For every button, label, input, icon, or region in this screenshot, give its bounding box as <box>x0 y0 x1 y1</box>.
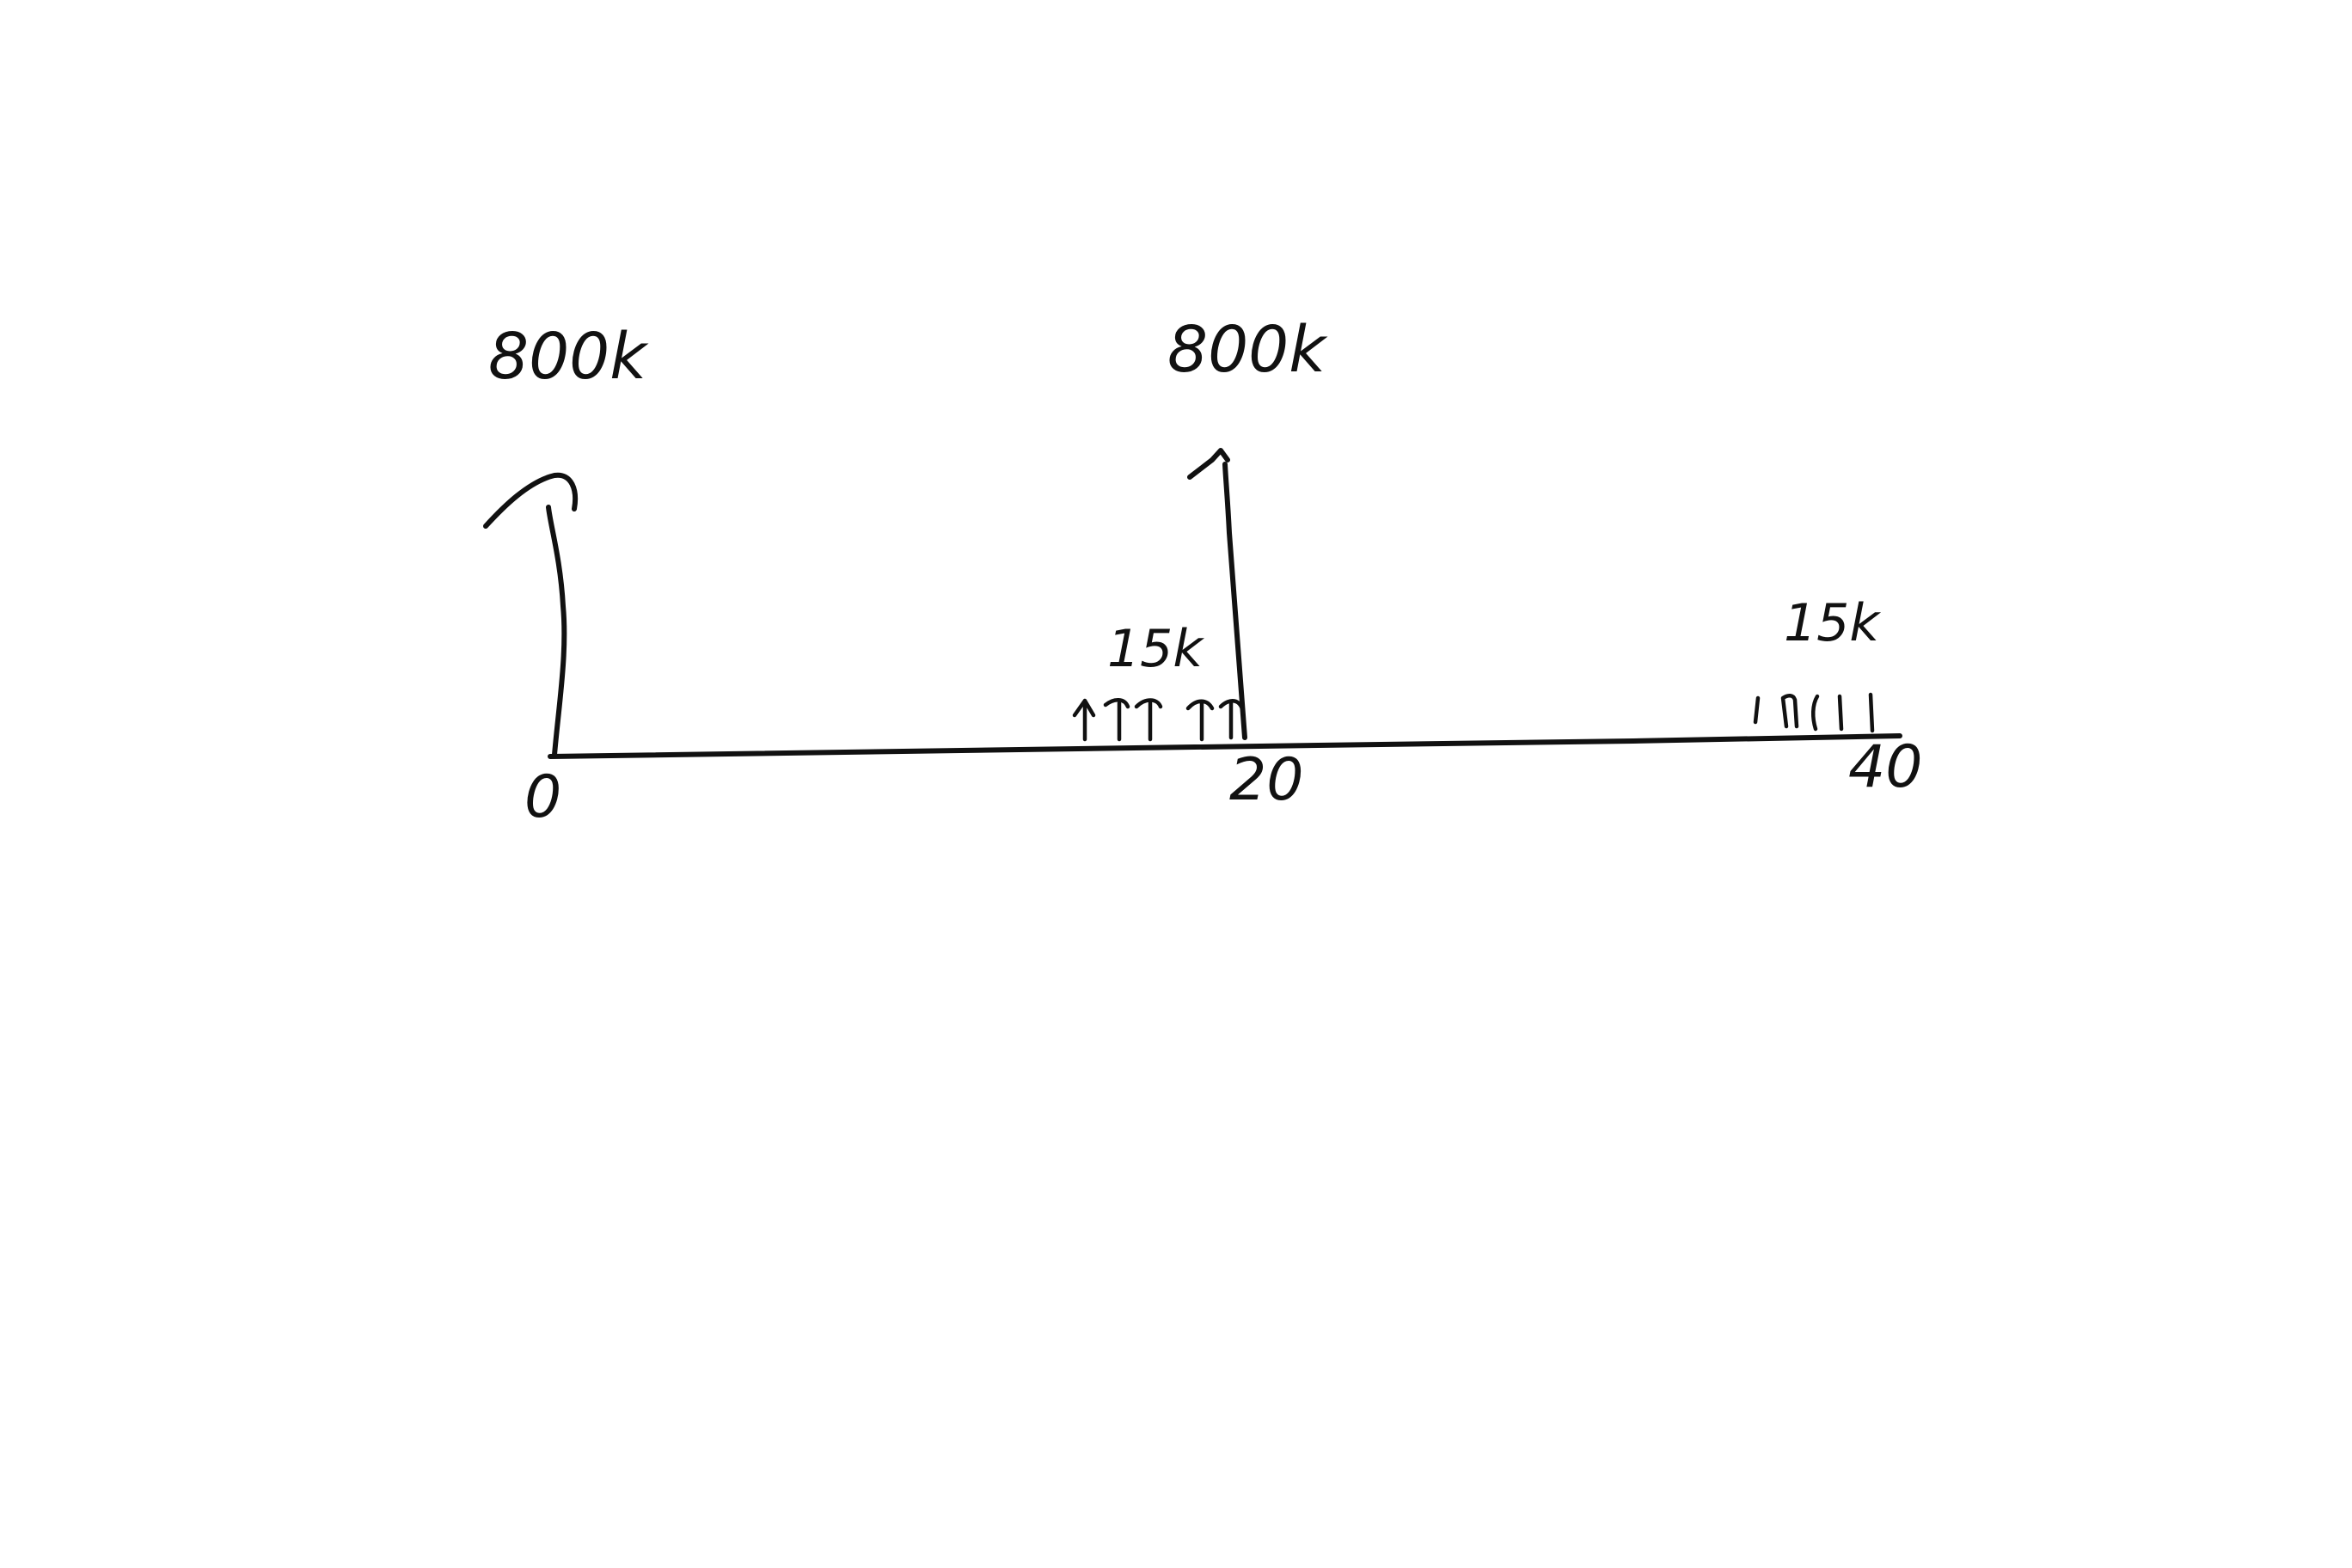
tick-label-20: 20 <box>1229 746 1304 814</box>
small-bar-2 <box>1780 694 1799 729</box>
small-arrow-1 <box>1072 698 1096 742</box>
small-arrow-3 <box>1134 698 1163 742</box>
tick-label-40: 40 <box>1848 733 1923 801</box>
series-label-before-20: 15k <box>1107 619 1204 679</box>
small-arrow-4 <box>1185 699 1215 742</box>
small-bar-5 <box>1868 692 1875 733</box>
small-arrow-2 <box>1103 698 1130 742</box>
small-bar-1 <box>1753 695 1761 725</box>
small-bar-3 <box>1811 694 1820 732</box>
cash-flow-arrow-t0 <box>483 472 578 757</box>
arrow-shaft <box>1222 462 1247 740</box>
cash-flow-label-t20: 800k <box>1167 313 1328 387</box>
timeline-axis <box>548 733 1902 759</box>
small-bar-4 <box>1837 694 1844 732</box>
tick-label-0: 0 <box>524 763 561 831</box>
cash-flow-series-bars <box>1753 692 1875 733</box>
series-label-before-40: 15k <box>1784 593 1881 653</box>
arrow-head <box>1187 448 1230 480</box>
arrow-shaft <box>546 505 567 757</box>
cash-flow-label-t0: 800k <box>488 320 649 394</box>
cash-flow-series-arrows <box>1072 698 1246 742</box>
small-arrow-5 <box>1218 699 1246 740</box>
arrow-head <box>483 472 578 529</box>
cash-flow-arrow-t20 <box>1187 448 1247 740</box>
